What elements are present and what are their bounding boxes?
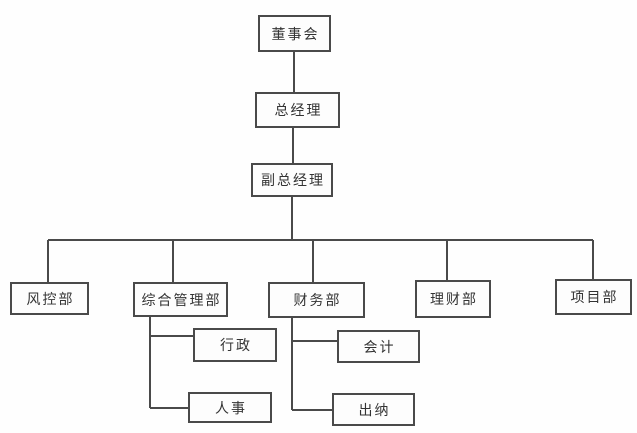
org-node-cashier: 出纳	[332, 393, 415, 426]
org-node-project-label: 项目部	[570, 289, 619, 305]
org-node-wealth-management: 理财部	[415, 280, 491, 318]
org-node-project: 项目部	[555, 279, 632, 315]
org-node-wealth-management-label: 理财部	[430, 291, 478, 307]
org-node-risk-control: 风控部	[10, 282, 89, 315]
org-node-general-manager-label: 总经理	[274, 102, 323, 118]
org-node-finance-label: 财务部	[293, 292, 342, 308]
org-node-deputy-general-manager: 副总经理	[251, 163, 333, 197]
org-node-human-resources-label: 人事	[215, 399, 247, 416]
org-node-risk-control-label: 风控部	[26, 290, 75, 307]
org-node-accounting: 会计	[337, 330, 420, 363]
org-node-board: 董事会	[258, 15, 331, 52]
org-node-general-management: 综合管理部	[133, 282, 228, 317]
org-node-administration: 行政	[193, 328, 277, 362]
org-node-administration-label: 行政	[220, 337, 252, 353]
org-node-deputy-general-manager-label: 副总经理	[261, 172, 325, 188]
org-node-general-manager: 总经理	[255, 92, 340, 128]
org-node-cashier-label: 出纳	[358, 401, 391, 418]
org-node-accounting-label: 会计	[363, 338, 396, 355]
org-node-human-resources: 人事	[188, 392, 272, 423]
org-node-board-label: 董事会	[271, 25, 320, 42]
org-node-finance: 财务部	[268, 282, 365, 318]
org-node-general-management-label: 综合管理部	[141, 291, 222, 308]
